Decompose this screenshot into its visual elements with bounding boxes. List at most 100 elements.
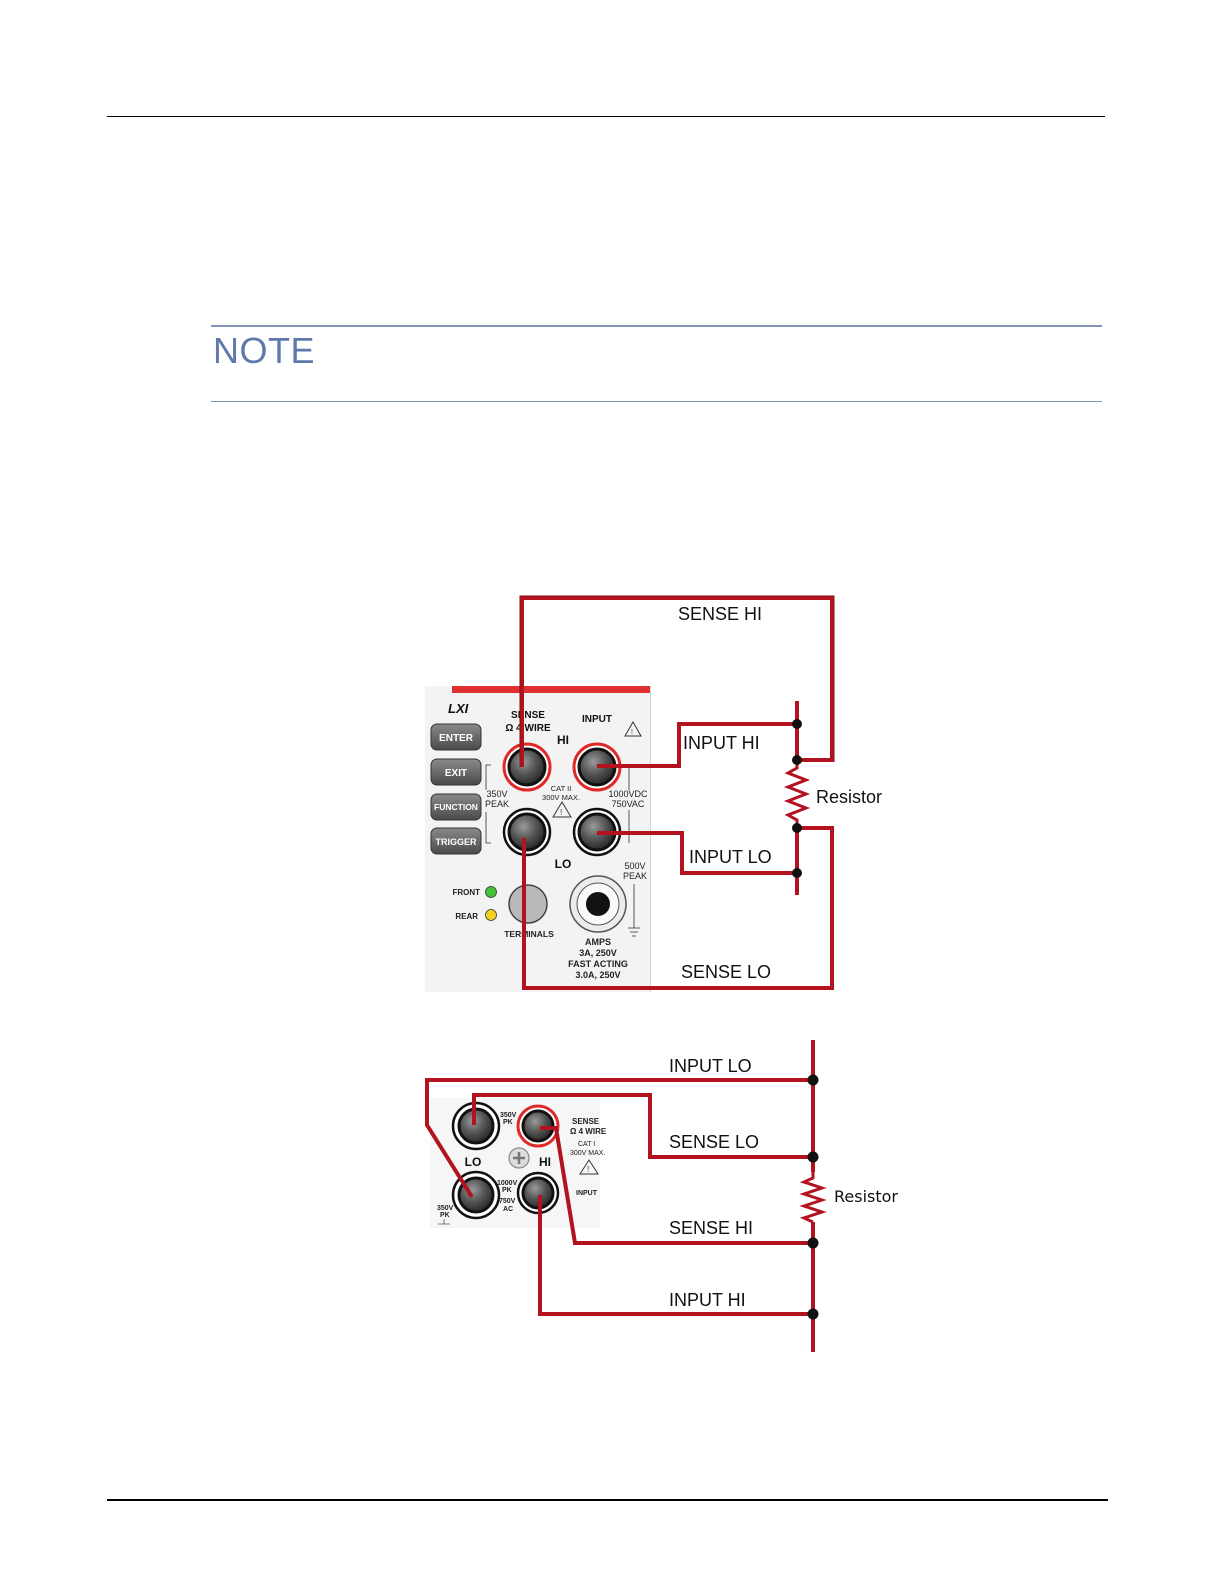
amps-rating-label: 3A, 250V (579, 948, 617, 958)
header-rule (107, 116, 1105, 117)
sense-4wire-label-2: Ω 4 WIRE (570, 1127, 607, 1136)
input-hi-wire (597, 722, 797, 768)
warning-triangle-icon: ! (624, 720, 642, 737)
v750-label: 750VAC (612, 799, 645, 809)
v500-label: 500V (624, 861, 645, 871)
wires-fig2 (425, 1040, 815, 1352)
input-label: INPUT (582, 714, 612, 725)
junction-dot (807, 1237, 819, 1249)
input-lo-label: INPUT LO (689, 847, 772, 867)
v1000-unit-2: PK (502, 1187, 512, 1194)
v350pk-label: 350V (500, 1112, 517, 1119)
gnd-350v-label: 350V (437, 1205, 454, 1212)
caution-triangle-icon: ! (552, 801, 572, 818)
sense-lo-label: SENSE LO (681, 962, 771, 982)
lxi-logo: LXI (448, 701, 469, 716)
terminals-switch[interactable] (508, 884, 548, 924)
input-lo-label-2: INPUT LO (669, 1056, 752, 1076)
svg-text:!: ! (560, 808, 562, 817)
resistor-symbol (783, 760, 811, 828)
junction-dot (792, 823, 802, 833)
input-hi-jack-2[interactable] (516, 1171, 560, 1215)
note-bottom-rule (211, 401, 1102, 402)
v350-label: 350V (486, 789, 507, 799)
sense-4wire-label: Ω 4 WIRE (505, 723, 551, 734)
fast-acting-label: FAST ACTING (568, 959, 628, 969)
fuse-rating-label: 3.0A, 250V (575, 970, 620, 980)
sense-hi-label: SENSE HI (678, 604, 762, 624)
amps-fuse-jack[interactable] (569, 875, 627, 933)
trigger-button[interactable]: TRIGGER (430, 827, 482, 855)
amps-label: AMPS (585, 937, 611, 947)
lo-label-2: LO (465, 1155, 482, 1169)
cat-max-label: 300V MAX. (542, 793, 580, 802)
sense-lo-jack[interactable] (502, 807, 552, 857)
gnd-pk-label: PK (440, 1212, 450, 1219)
enter-button[interactable]: ENTER (430, 723, 482, 751)
terminals-label: TERMINALS (504, 929, 554, 939)
v1000-label: 1000VDC (608, 789, 648, 799)
v350-peak-label: PEAK (485, 799, 509, 809)
note-top-rule (211, 325, 1102, 327)
footer-rule (107, 1499, 1108, 1501)
junction-dot (792, 755, 802, 765)
wires-fig1 (520, 596, 834, 990)
input-hi-label-2: INPUT HI (669, 1290, 746, 1310)
sense-hi-wire (520, 596, 834, 767)
trigger-button-label: TRIGGER (435, 837, 477, 847)
junction-dot (807, 1074, 819, 1086)
svg-text:!: ! (631, 729, 633, 736)
sense-hi-jack-2[interactable] (516, 1104, 560, 1148)
function-button[interactable]: FUNCTION (430, 793, 482, 821)
exit-button[interactable]: EXIT (430, 758, 482, 786)
enter-button-label: ENTER (439, 733, 474, 744)
sense-lo-label-2: SENSE LO (669, 1132, 759, 1152)
junction-dot (792, 719, 802, 729)
input-label-2: INPUT (576, 1190, 598, 1197)
figure-2: 350V PK SENSE Ω 4 WIRE CAT I 300V MAX. !… (425, 1040, 898, 1352)
ground-icon (438, 1219, 450, 1225)
junction-dot (807, 1308, 819, 1320)
sense-label-2: SENSE (572, 1117, 600, 1126)
rear-led-icon (485, 909, 497, 921)
sense-lo-wire-2 (472, 1093, 813, 1159)
resistor-label: Resistor (816, 787, 882, 807)
hi-label: HI (557, 733, 569, 747)
v500-peak-label: PEAK (623, 871, 647, 881)
v750-label-2: 750V (499, 1198, 516, 1205)
input-lo-wire (597, 831, 797, 875)
rear-label: REAR (455, 912, 478, 921)
hi-label-2: HI (539, 1155, 551, 1169)
cat-label: CAT II (551, 784, 572, 793)
cat-label-2: CAT I (578, 1141, 595, 1148)
junction-dot (807, 1151, 819, 1163)
front-label: FRONT (452, 888, 480, 897)
sense-lo-wire (522, 826, 834, 990)
note-title: NOTE (213, 330, 316, 371)
lo-label: LO (555, 857, 572, 871)
sense-hi-wire-2 (540, 1126, 813, 1245)
resistor-label-2: Resistor (834, 1187, 898, 1206)
caution-triangle-icon: ! (579, 1159, 599, 1175)
ground-icon (628, 884, 640, 937)
sense-hi-label-2: SENSE HI (669, 1218, 753, 1238)
panel-accent-bar (452, 686, 650, 693)
front-led-icon (485, 886, 497, 898)
function-button-label: FUNCTION (434, 802, 478, 812)
sense-label: SENSE (511, 710, 545, 721)
v1000-label-2: 1000V (497, 1180, 518, 1187)
junction-dot (792, 868, 802, 878)
figure-1: LXI ENTER EXIT FUNCTION TRIGGER SENSE Ω … (425, 595, 882, 992)
exit-button-label: EXIT (445, 768, 467, 779)
v750-unit-2: AC (503, 1206, 513, 1213)
cat-max-label-2: 300V MAX. (570, 1150, 605, 1157)
sense-hi-jack[interactable] (502, 742, 552, 792)
input-hi-wire-2 (538, 1195, 813, 1316)
v350pk-unit: PK (503, 1119, 513, 1126)
input-hi-label: INPUT HI (683, 733, 760, 753)
plus-screw-icon (508, 1147, 530, 1169)
input-lo-wire-2 (425, 1078, 813, 1199)
resistor-symbol-2 (799, 1172, 827, 1224)
svg-text:!: ! (587, 1165, 589, 1174)
